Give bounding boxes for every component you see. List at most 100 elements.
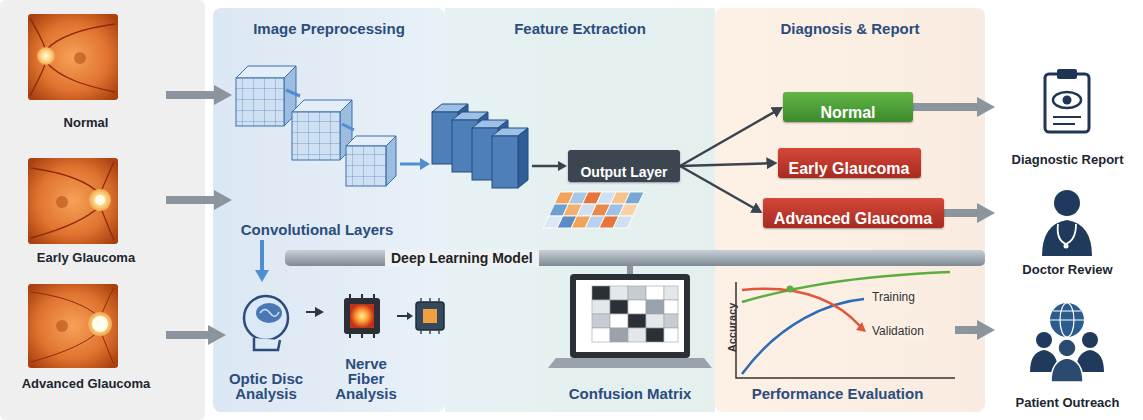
connector-line [680, 166, 758, 210]
processor-chip [420, 330, 422, 334]
fundus-image [28, 158, 118, 244]
report-icon [1045, 69, 1089, 132]
nerve-chip [349, 294, 351, 298]
laptop [592, 300, 610, 314]
connector-group [166, 335, 226, 336]
processor-chip [429, 330, 431, 334]
outreach-icon [1036, 332, 1052, 348]
connector-arrow [262, 240, 263, 282]
fundus-image [31, 292, 100, 318]
connector-line [260, 240, 264, 276]
node-label: Advanced Glaucoma [22, 376, 151, 391]
nerve-chip [350, 304, 374, 328]
doctor-icon [1042, 220, 1092, 256]
processor-chip [423, 309, 437, 323]
output-node: Diagnostic Report [995, 62, 1140, 170]
processor-chip [438, 330, 440, 334]
flow-arrow [532, 165, 558, 168]
report-icon [1053, 116, 1081, 118]
flow-arrow [342, 124, 354, 130]
laptop [610, 286, 628, 300]
connector-line [944, 209, 987, 217]
processor-chip [438, 298, 440, 302]
fundus-image [74, 52, 86, 64]
processor-chip [416, 298, 444, 334]
node-label: Confusion Matrix [569, 374, 692, 401]
laptop [570, 274, 690, 358]
laptop [646, 300, 664, 314]
fundus-image [30, 18, 115, 96]
node-label: Image Preprocessing [213, 8, 445, 37]
output-node: Doctor Review [995, 180, 1140, 280]
node-label: Deep Learning Model [385, 249, 539, 267]
laptop [646, 314, 664, 328]
connector-group [680, 163, 778, 166]
stage-panel: Image PreprocessingConvolutional LayersO… [213, 8, 445, 412]
connector-group [944, 213, 996, 214]
node-label: Normal [820, 92, 875, 122]
nerve-chip [349, 334, 351, 338]
node-label: Advanced Glaucoma [774, 198, 932, 228]
laptop [664, 300, 678, 314]
connector-arrow [955, 330, 995, 331]
fundus-image [31, 330, 100, 362]
nerve-chip [344, 294, 380, 338]
heatmap [619, 204, 639, 216]
flow-arrow [558, 161, 567, 171]
class-box: Normal [783, 92, 913, 122]
brain-icon [244, 296, 288, 340]
outreach-icon [1050, 319, 1084, 320]
brain-icon [260, 310, 279, 317]
laptop [610, 314, 628, 328]
flow-arrow [407, 312, 413, 320]
feature-maps [432, 104, 528, 188]
fundus-image [56, 196, 68, 208]
node-label: Diagnostic Report [1012, 152, 1124, 167]
connector-group [680, 166, 763, 213]
fundus-image [88, 312, 112, 336]
connector-arrow [166, 200, 232, 201]
class-box: Advanced Glaucoma [763, 198, 944, 228]
node-label: Diagnosis & Report [715, 8, 985, 37]
flow-arrow [397, 312, 413, 320]
fundus-image [89, 189, 111, 211]
fundus-image [30, 62, 46, 96]
panel-grounds [0, 0, 985, 420]
report-icon [1057, 69, 1077, 79]
connector-arrow [913, 107, 995, 108]
node-label: Validation [870, 324, 926, 339]
nerve-chip [344, 298, 380, 334]
confusion-matrix: Confusion Matrix [553, 268, 707, 404]
output-layer: Output Layer [568, 150, 680, 182]
accuracy-chart [742, 272, 950, 302]
doctor-icon [1064, 244, 1069, 249]
output-node: Patient Outreach [995, 295, 1140, 413]
conv-layers: Convolutional Layers [232, 55, 402, 240]
laptop [628, 314, 646, 328]
connector-arrow [166, 335, 226, 336]
outreach-icon [1050, 303, 1084, 337]
outreach-icon [1053, 311, 1081, 312]
node-label: Output Layer [580, 152, 667, 180]
fundus-image [28, 284, 118, 368]
laptop [664, 286, 678, 300]
nerve-chip [361, 294, 363, 298]
laptop [610, 328, 628, 342]
panel-grounds [445, 8, 715, 412]
model-band: Deep Learning Model [285, 250, 985, 266]
connector-group [166, 200, 232, 201]
connector-line [166, 331, 217, 339]
laptop [592, 286, 678, 342]
node-label: Accuracy [713, 303, 740, 353]
processor-chip [429, 298, 431, 302]
connector-arrow [680, 166, 763, 213]
heatmap [624, 192, 644, 204]
node-label: Performance Evaluation [752, 374, 924, 401]
accuracy-chart [787, 286, 794, 293]
report-icon [1063, 96, 1072, 105]
laptop [592, 328, 610, 342]
node-label: Feature Extraction [445, 8, 715, 37]
node-label: Training [870, 290, 917, 305]
laptop [664, 314, 678, 328]
